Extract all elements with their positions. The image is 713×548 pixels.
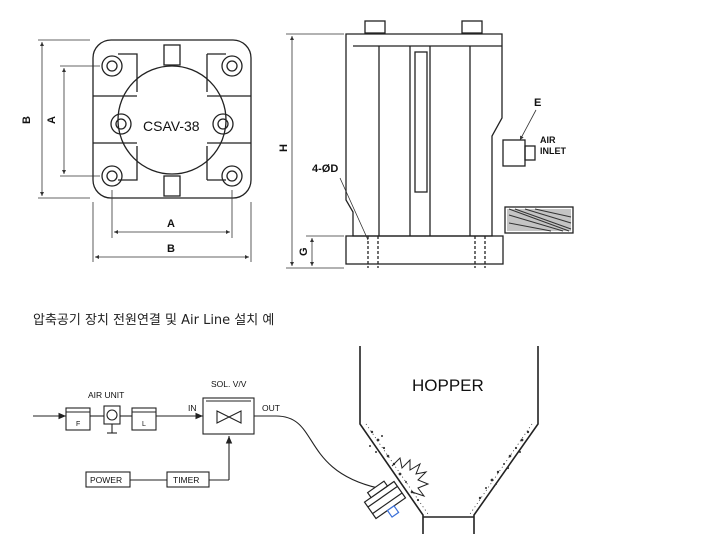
air-unit-label: AIR UNIT (88, 390, 124, 400)
air-hose (275, 415, 379, 489)
installation-caption: 압축공기 장치 전원연결 및 Air Line 설치 예 (33, 313, 275, 328)
filter-unit (65, 407, 91, 431)
air-inlet-label-1: AIR (540, 135, 556, 145)
side-base (345, 235, 504, 265)
air-inlet-label-2: INLET (540, 146, 567, 156)
power-label: POWER (90, 475, 122, 485)
lubricator-unit (131, 407, 157, 431)
mounted-vibrator (363, 480, 407, 520)
hopper-label: HOPPER (412, 376, 484, 395)
dim-h: H (278, 144, 290, 152)
vibration-burst (391, 456, 430, 497)
sol-valve-label: SOL. V/V (211, 379, 247, 389)
dim-b-vertical: B (21, 116, 33, 124)
side-view (345, 20, 574, 268)
filter-label: F (76, 421, 80, 428)
side-view-dimensions (286, 33, 537, 269)
dim-b-horizontal: B (167, 243, 175, 255)
muffler (504, 206, 574, 234)
dim-e: E (534, 97, 541, 109)
in-label: IN (188, 403, 197, 413)
dim-g: G (298, 247, 310, 256)
top-view-dimensions (38, 39, 252, 262)
dim-a-vertical: A (46, 116, 58, 124)
air-circuit (33, 397, 379, 489)
plate-body-outline (93, 53, 251, 181)
timer-label: TIMER (173, 475, 199, 485)
material-granules (369, 430, 530, 502)
mount-plate (92, 39, 252, 199)
regulator-unit (103, 405, 121, 425)
model-label: CSAV-38 (143, 118, 200, 134)
lubricator-label: L (142, 421, 146, 428)
side-body (345, 33, 503, 237)
out-label: OUT (262, 403, 280, 413)
dim-4-holes: 4-ØD (312, 163, 338, 175)
dim-a-horizontal: A (167, 218, 175, 230)
top-view (92, 39, 252, 199)
air-inlet-fitting (502, 139, 526, 167)
hopper (359, 346, 539, 534)
solenoid-valve (202, 397, 255, 435)
bolt-holes (101, 55, 243, 187)
